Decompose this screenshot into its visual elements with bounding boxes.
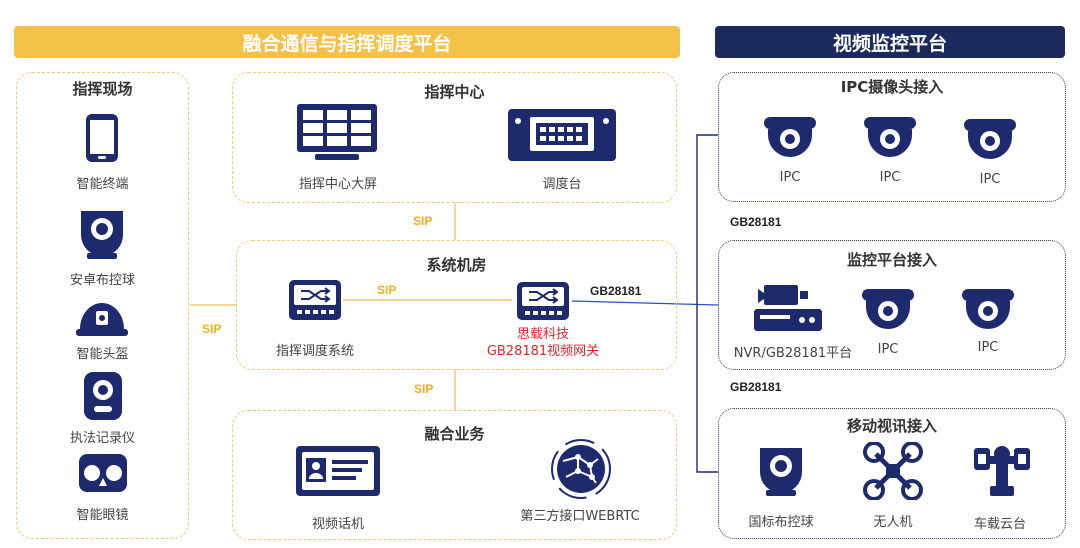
dome-camera-icon [760,448,802,496]
gateway-icon [517,282,569,320]
smart-glasses-icon [79,454,127,492]
gateway-name-label: GB28181视频网关 [486,344,600,359]
gb28181-label-room: GB28181 [590,284,642,298]
mobile-item-gimbal: 车载云台 [973,517,1026,532]
sip-label-field: SIP [202,322,222,336]
fusion-panel [232,410,677,540]
ipc-access-item-2: IPC [879,170,901,185]
fusion-title: 融合业务 [424,425,485,443]
video-monitoring-banner: 视频监控平台 [715,26,1065,58]
smartphone-icon [86,114,118,162]
fusion-platform-banner: 融合通信与指挥调度平台 [14,26,680,58]
field-panel [16,72,189,539]
gb28181-label-upper: GB28181 [730,215,782,229]
ipc-access-panel [718,72,1066,202]
ipc-camera-icon [764,117,816,157]
dome-camera-icon [81,211,123,259]
mobile-item-drone: 无人机 [873,515,913,530]
mobile-access-panel [718,408,1066,539]
command-item-bigscreen: 指挥中心大屏 [298,177,377,192]
machine-room-title: 系统机房 [426,256,487,274]
dispatch-console-icon [508,109,616,161]
sip-label-top: SIP [413,214,433,228]
ipc-access-item-1: IPC [779,170,801,185]
ipc-camera-icon [962,289,1014,329]
sip-label-bottom: SIP [414,382,434,396]
field-item-glasses: 智能眼镜 [76,508,129,523]
gb28181-label-lower: GB28181 [730,380,782,394]
command-center-panel [232,72,677,203]
ipc-camera-icon [862,289,914,329]
field-item-recorder: 执法记录仪 [69,431,135,446]
ipc-access-item-3: IPC [979,172,1001,187]
mobile-access-title: 移动视讯接入 [846,417,937,435]
sip-label-room: SIP [377,283,397,297]
video-bus-line [696,134,718,473]
ipc-access-title: IPC摄像头接入 [840,78,944,96]
vehicle-gimbal-icon [974,446,1030,496]
machine-room-panel [236,240,677,370]
field-item-terminal: 智能终端 [76,177,129,192]
gateway-to-video-line [571,300,719,306]
platform-access-title: 监控平台接入 [846,251,937,269]
ipc-camera-icon [964,119,1016,159]
helmet-icon [76,303,128,336]
field-item-android-ball: 安卓布控球 [69,273,135,288]
mobile-item-ball: 国标布控球 [748,515,814,530]
field-item-helmet: 智能头盔 [76,347,129,362]
video-wall-icon [297,104,377,160]
fusion-item-videophone: 视频话机 [311,517,364,532]
platform-access-panel [718,240,1066,370]
switch-icon [289,280,341,320]
drone-icon [863,442,923,500]
gateway-vendor-label: 思载科技 [516,327,569,342]
command-center-title: 指挥中心 [424,83,485,101]
dispatch-system-label: 指挥调度系统 [275,344,354,359]
webrtc-globe-icon [551,439,611,499]
body-camera-icon [84,372,122,420]
platform-item-ipc-1: IPC [877,342,899,357]
platform-item-nvr: NVR/GB28181平台 [733,346,853,361]
field-title: 指挥现场 [72,80,133,98]
ipc-camera-icon [864,117,916,157]
command-item-console: 调度台 [542,177,582,192]
nvr-recorder-icon [754,285,822,331]
platform-item-ipc-2: IPC [977,340,999,355]
video-phone-icon [296,446,380,496]
fusion-item-webrtc: 第三方接口WEBRTC [520,509,640,524]
